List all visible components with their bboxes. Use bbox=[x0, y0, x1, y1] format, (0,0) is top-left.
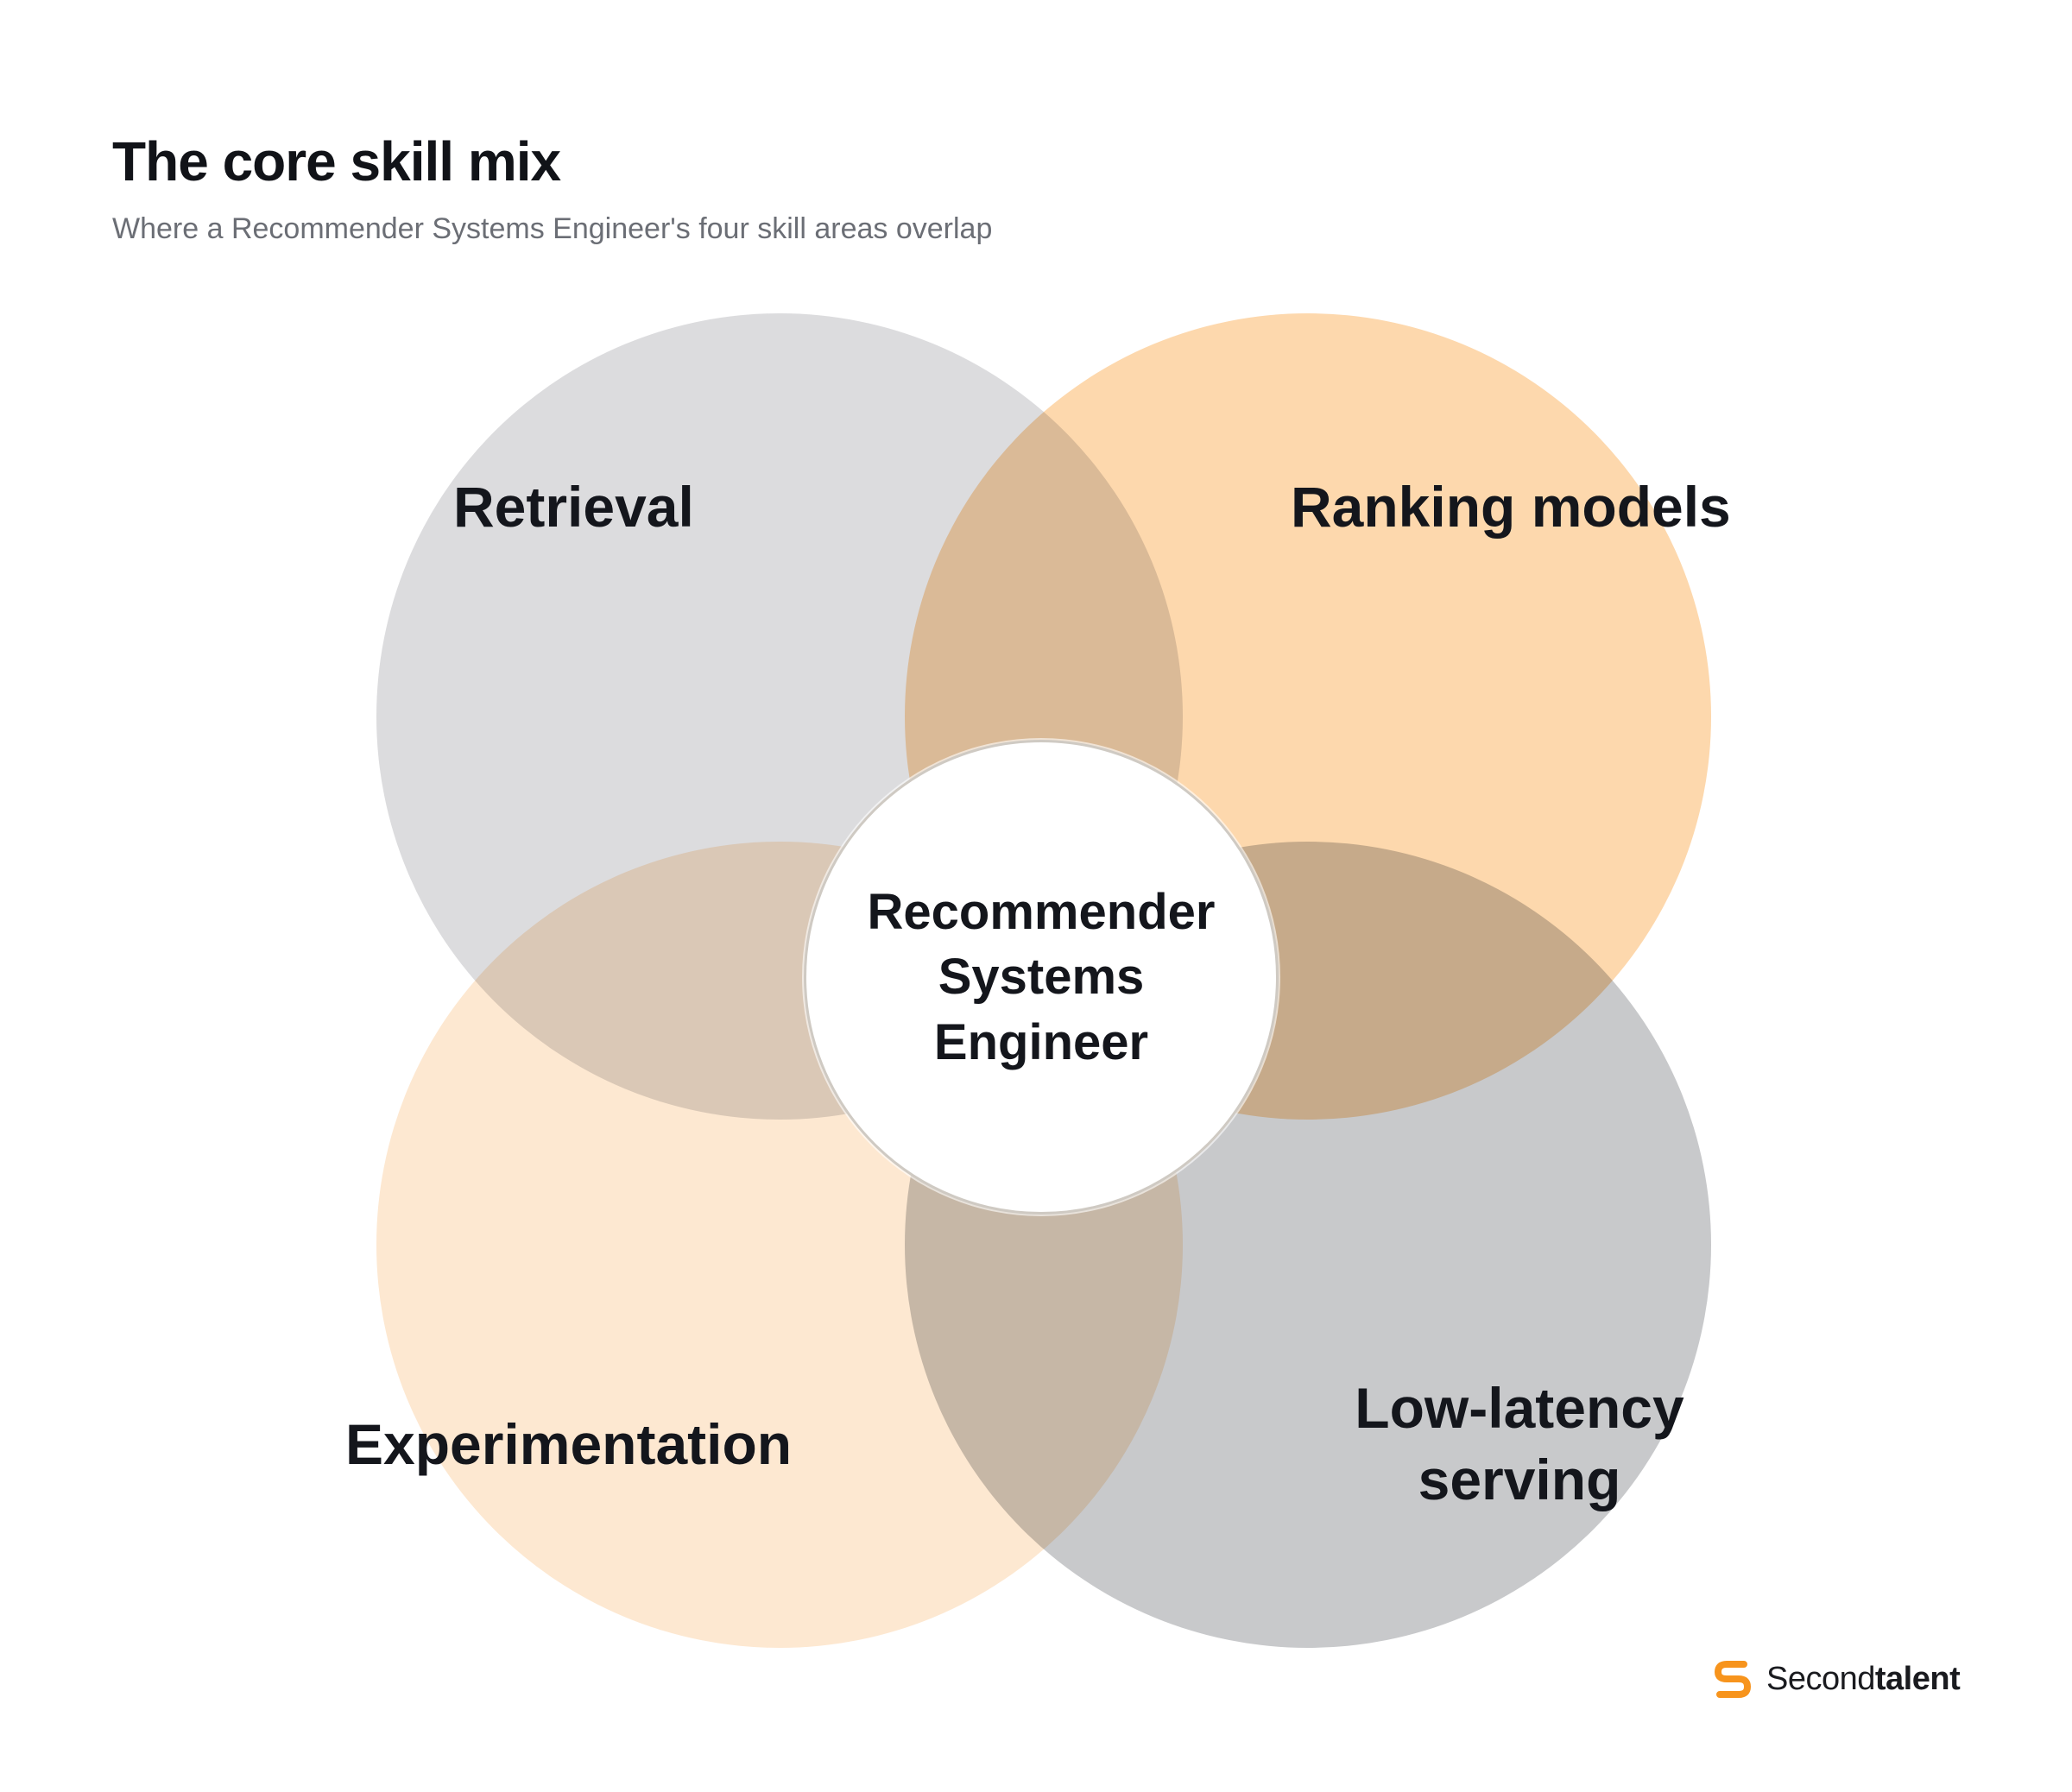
brand-name-bold: talent bbox=[1874, 1660, 1961, 1697]
label-low-latency-serving: Low-latency serving bbox=[1355, 1376, 1684, 1511]
brand-logo: Secondtalent bbox=[1709, 1653, 1961, 1705]
header: The core skill mix Where a Recommender S… bbox=[112, 129, 992, 246]
page-title: The core skill mix bbox=[112, 130, 561, 192]
brand-name-light: Second bbox=[1766, 1660, 1875, 1697]
center-disc: Recommender Systems Engineer bbox=[804, 740, 1279, 1215]
brand-wordmark: Secondtalent bbox=[1766, 1660, 1961, 1698]
secondtalent-s-icon bbox=[1715, 1661, 1751, 1698]
label-ranking-models: Ranking models bbox=[1291, 475, 1731, 539]
center-label: Recommender Systems Engineer bbox=[867, 883, 1216, 1070]
page-subtitle: Where a Recommender Systems Engineer's f… bbox=[112, 212, 993, 245]
label-experimentation: Experimentation bbox=[345, 1412, 793, 1476]
label-retrieval: Retrieval bbox=[453, 475, 694, 539]
